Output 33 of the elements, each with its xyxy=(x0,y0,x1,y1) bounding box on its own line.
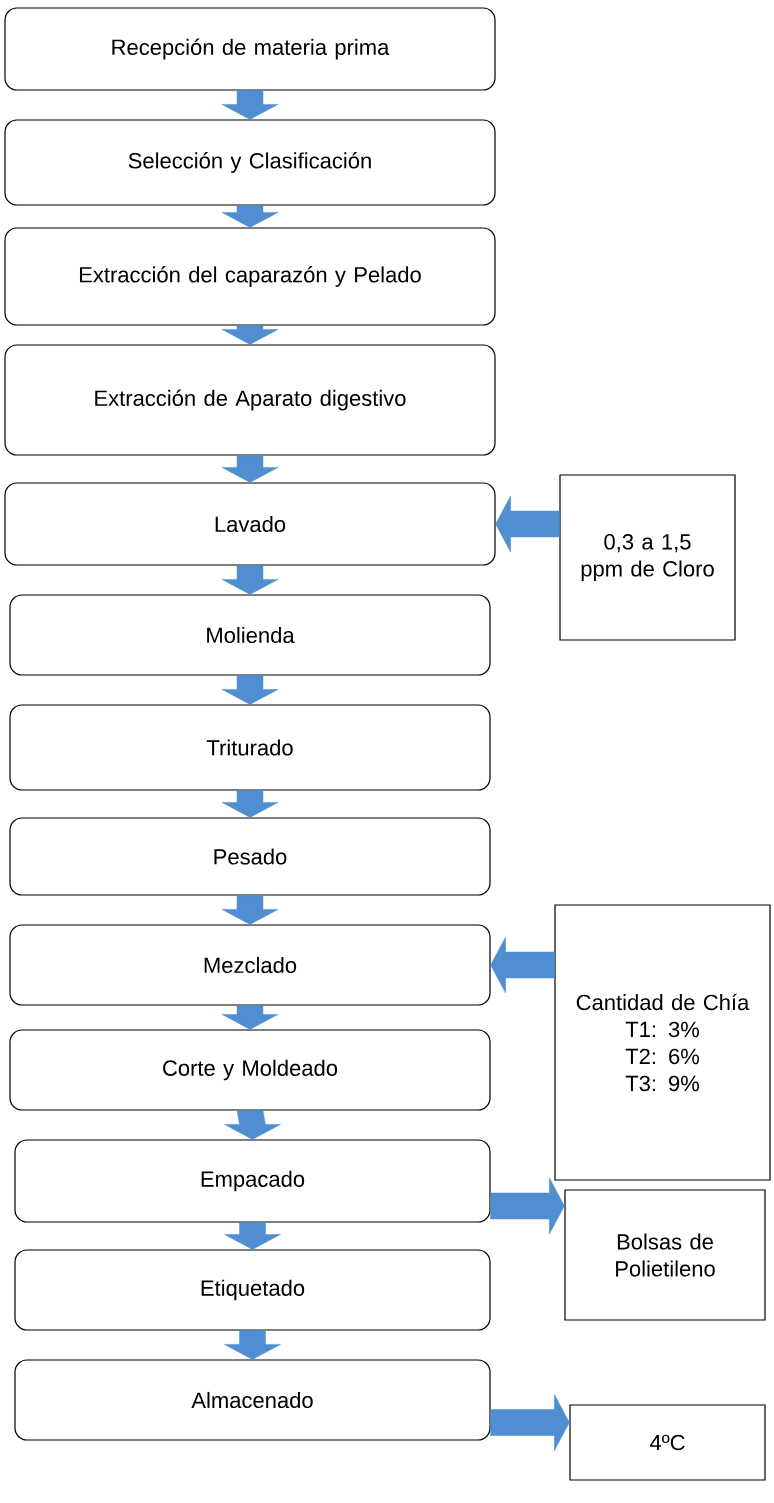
process-box: Mezclado xyxy=(9,924,491,1006)
block-arrow xyxy=(221,205,279,228)
process-box: Almacenado xyxy=(14,1359,491,1441)
process-box: Etiquetado xyxy=(14,1249,491,1331)
block-arrow xyxy=(221,895,279,925)
block-arrow xyxy=(224,1110,281,1140)
process-box: Recepción de materia prima xyxy=(4,7,496,91)
block-arrow xyxy=(221,1005,279,1030)
block-arrow xyxy=(495,495,560,553)
block-arrow xyxy=(221,90,279,120)
process-box: Empacado xyxy=(14,1139,491,1223)
process-box: Selección y Clasificación xyxy=(4,119,496,206)
process-box: Molienda xyxy=(9,594,491,676)
note-box: 0,3 a 1,5 ppm de Cloro xyxy=(559,474,736,641)
block-arrow xyxy=(224,1222,281,1250)
note-box: 4ºC xyxy=(569,1404,766,1481)
process-box: Corte y Moldeado xyxy=(9,1029,491,1111)
process-box: Lavado xyxy=(4,482,496,566)
block-arrow xyxy=(224,1330,281,1360)
block-arrow xyxy=(490,936,555,994)
block-arrow xyxy=(221,565,279,595)
process-box: Extracción de Aparato digestivo xyxy=(4,344,496,456)
block-arrow xyxy=(221,325,279,345)
block-arrow xyxy=(221,790,279,818)
process-box: Pesado xyxy=(9,817,491,896)
block-arrow xyxy=(490,1177,565,1235)
note-box: Bolsas de Polietileno xyxy=(564,1189,766,1321)
process-box: Extracción del caparazón y Pelado xyxy=(4,227,496,326)
block-arrow xyxy=(490,1394,570,1451)
note-box: Cantidad de Chía T1: 3% T2: 6% T3: 9% xyxy=(554,904,771,1181)
block-arrow xyxy=(221,675,279,705)
process-box: Triturado xyxy=(9,704,491,791)
block-arrow xyxy=(221,455,279,483)
